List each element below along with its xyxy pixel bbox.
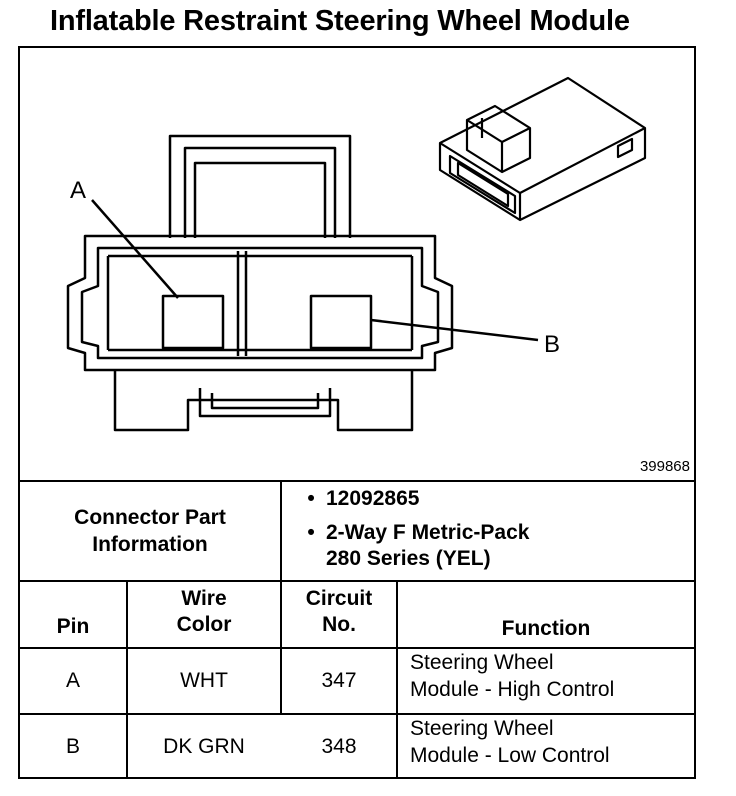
table-col-rule-3 [396, 580, 398, 779]
connector-description-line: 280 Series (YEL) [326, 547, 491, 570]
label-b: B [544, 331, 560, 358]
header-circuit: Circuit No. [282, 584, 396, 640]
label-a: A [70, 177, 86, 204]
table-col-rule-1 [280, 480, 282, 713]
header-circuit-line: No. [322, 613, 356, 636]
header-circuit-line: Circuit [305, 587, 373, 610]
list-item: • 2-Way F Metric-Pack 280 Series (YEL) [296, 520, 686, 572]
function-line: Steering Wheel [410, 651, 554, 674]
function-line: Module - Low Control [410, 744, 610, 767]
header-function-text: Function [501, 617, 591, 640]
leader-b [370, 318, 539, 342]
table-row-a-pin: A [65, 669, 80, 692]
figure-number: 399868 [639, 458, 690, 475]
header-function: Function [398, 584, 694, 642]
cavity-a [161, 294, 225, 350]
connector-3d-view [438, 76, 647, 222]
connector-diagram: A B [66, 76, 647, 432]
connector-body-outer [66, 234, 454, 372]
bullet-icon: • [307, 487, 315, 510]
list-item: • 12092865 [296, 486, 686, 512]
header-wire-color-line: Wire [181, 587, 227, 610]
table-divider-1 [18, 580, 696, 582]
table-row-b-circuit: 348 [321, 735, 357, 758]
connector-description-line: 2-Way F Metric-Pack [326, 521, 530, 544]
table-row-a-function: Steering Wheel Module - High Control [410, 649, 694, 713]
connector-info-label: Connector Part Information [20, 482, 280, 580]
table-row-b-pin: B [65, 735, 80, 758]
leader-a [91, 199, 179, 299]
connector-info-list: • 12092865 • 2-Way F Metric-Pack 280 Ser… [296, 486, 686, 572]
table-top-border [18, 480, 696, 482]
diagram-frame [18, 46, 696, 779]
table-row-a-circuit: 347 [321, 669, 357, 692]
table-col-rule-2 [126, 580, 128, 779]
header-wire-color: Wire Color [128, 584, 280, 640]
function-line: Module - High Control [410, 678, 615, 701]
connector-info-label-line: Connector Part [74, 506, 226, 529]
table-row-b-function: Steering Wheel Module - Low Control [410, 715, 694, 779]
function-line: Steering Wheel [410, 717, 554, 740]
header-pin-text: Pin [56, 615, 90, 638]
connector-latch [168, 134, 352, 238]
header-pin: Pin [20, 584, 126, 640]
bullet-icon: • [307, 521, 315, 544]
page-title: Inflatable Restraint Steering Wheel Modu… [50, 5, 630, 37]
table-divider-3 [18, 713, 696, 715]
connector-body-inner [80, 246, 440, 360]
table-row-b-wire-color: DK GRN [163, 735, 245, 758]
table-divider-2 [18, 647, 696, 649]
part-number: 12092865 [326, 487, 420, 510]
table-row-a-wire-color: WHT [180, 669, 228, 692]
header-wire-color-line: Color [176, 613, 232, 636]
connector-description: 2-Way F Metric-Pack 280 Series (YEL) [326, 520, 686, 572]
cavity-b [309, 294, 373, 350]
connector-info-label-line: Information [92, 533, 208, 556]
